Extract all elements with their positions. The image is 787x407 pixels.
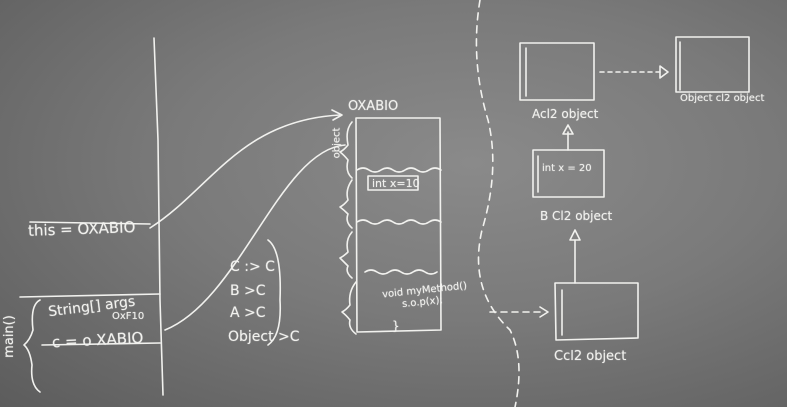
compare-item: A >C [230, 305, 266, 321]
this-arrow [149, 114, 341, 229]
compare-item: C :> C [230, 259, 275, 275]
a-to-object-head [659, 65, 669, 79]
object-box [675, 36, 750, 93]
compare-bracket [267, 239, 282, 346]
main-frame-line [19, 293, 161, 298]
c-to-b-head [569, 229, 581, 241]
main-frame-line-2 [41, 342, 161, 346]
heap-side-label: object [331, 127, 343, 159]
heap-wave-1 [356, 167, 442, 173]
heap-wave-2 [356, 219, 442, 225]
c-object-label: Ccl2 object [554, 349, 627, 364]
heap-brace-2 [339, 179, 353, 229]
this-arrow-head [331, 109, 343, 121]
a-box [519, 42, 595, 101]
heap-brace-1 [339, 121, 353, 179]
heap-wave-3 [364, 269, 438, 275]
args-address-label: OxF10 [112, 311, 145, 322]
compare-item: B >C [230, 283, 266, 299]
b-object-label: B Cl2 object [540, 209, 613, 223]
c-box [554, 282, 639, 341]
compare-item: Object >C [228, 329, 300, 345]
b-to-a-head [562, 124, 574, 135]
main-brace [23, 299, 41, 393]
heap-brace-3 [339, 231, 353, 279]
stack-divider-line [153, 37, 164, 396]
object-object-label: Object cl2 object [680, 93, 765, 104]
main-label: main() [1, 315, 17, 358]
c-arrow [164, 144, 346, 331]
int-field-box [367, 175, 419, 191]
heap-int-field: int x=10 [372, 177, 420, 190]
stack-baseline [29, 221, 151, 225]
b-box [532, 149, 605, 198]
heap-box [355, 117, 442, 333]
heap-to-c-head [539, 306, 549, 318]
b-int-field: int x = 20 [542, 163, 592, 174]
center-divider [475, 0, 520, 407]
heap-closing-brace: } [392, 319, 400, 333]
heap-address-label: OXABIO [348, 99, 399, 114]
this-ref-label: this = OXABIO [27, 218, 136, 240]
a-object-label: Acl2 object [532, 107, 599, 121]
heap-brace-4 [341, 281, 357, 335]
